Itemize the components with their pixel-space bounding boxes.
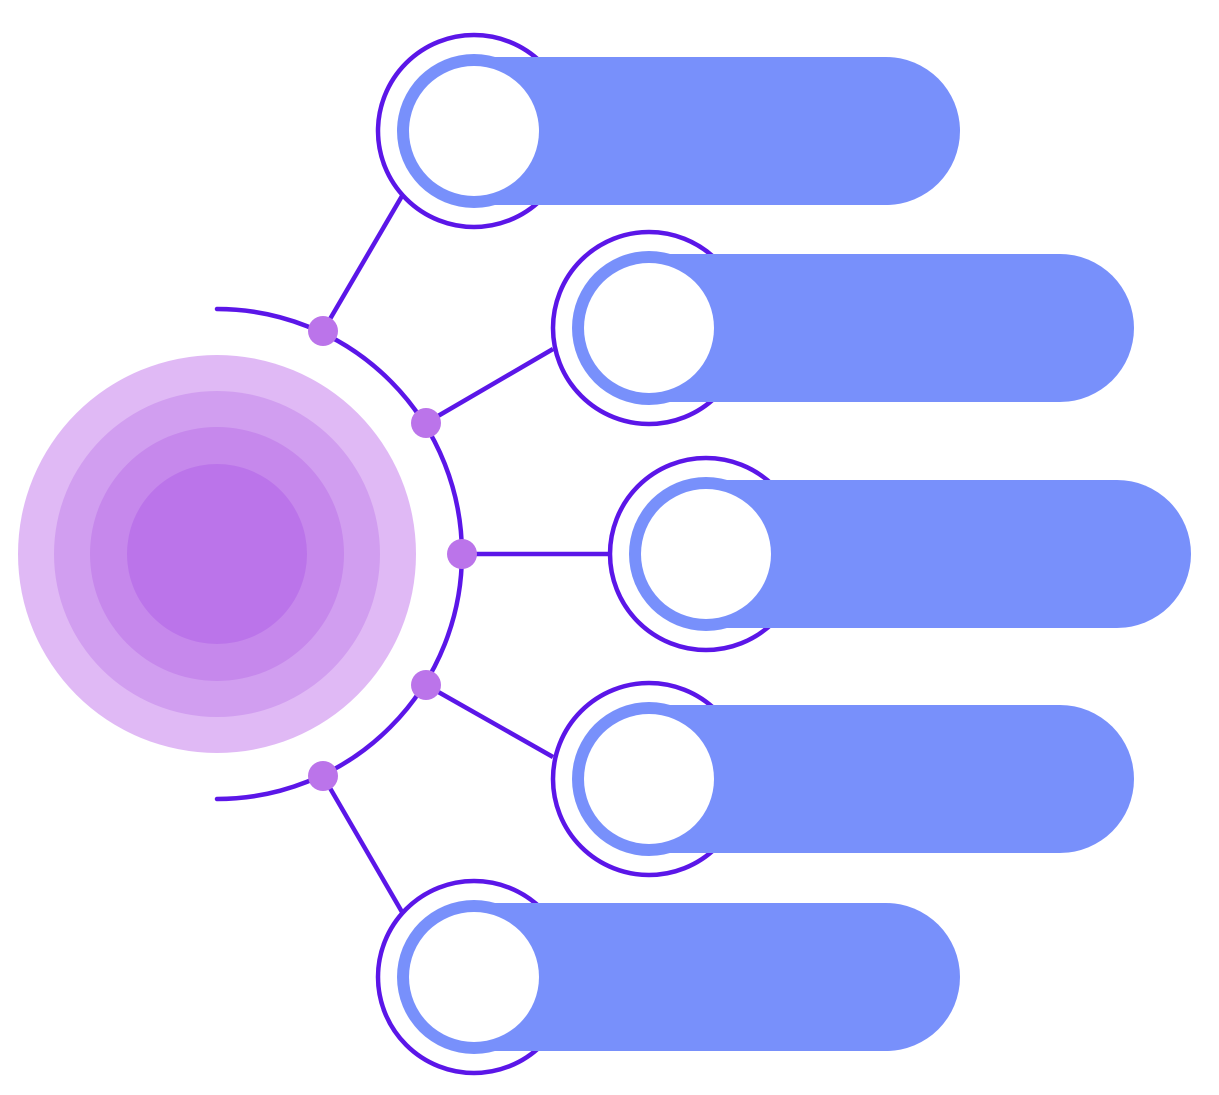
icon-circle xyxy=(584,714,714,844)
node-dot-2 xyxy=(411,408,441,438)
list-item-4 xyxy=(424,680,1134,878)
node-dot-1 xyxy=(308,316,338,346)
hub xyxy=(18,355,416,753)
list-item-3 xyxy=(462,455,1191,653)
list-item-1 xyxy=(321,32,960,333)
icon-circle xyxy=(409,912,539,1042)
node-dot-5 xyxy=(308,761,338,791)
icon-circle xyxy=(409,66,539,196)
label-pill xyxy=(649,254,1134,402)
list-item-2 xyxy=(424,229,1134,427)
connector-line xyxy=(424,683,555,759)
connector-line xyxy=(321,194,404,333)
connector-line xyxy=(321,774,404,914)
node-dot-4 xyxy=(411,670,441,700)
label-pill xyxy=(706,480,1191,628)
label-pill xyxy=(474,903,960,1051)
label-pill xyxy=(474,57,960,205)
hub-ring-4 xyxy=(127,464,307,644)
list-item-5 xyxy=(321,774,960,1076)
icon-circle xyxy=(584,263,714,393)
connector-line xyxy=(424,347,555,425)
icon-circle xyxy=(641,489,771,619)
node-dot-3 xyxy=(447,539,477,569)
label-pill xyxy=(649,705,1134,853)
